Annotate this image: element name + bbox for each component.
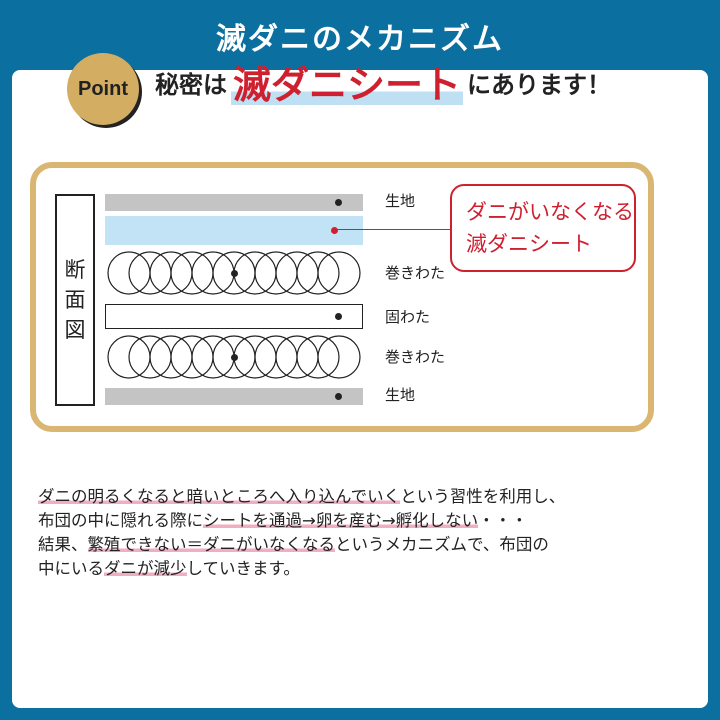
point-headline: 秘密は 滅ダニシート にあります！ bbox=[155, 61, 611, 109]
layer-hard-cotton bbox=[105, 304, 363, 329]
layer-label-fabric-top: 生地 bbox=[385, 192, 416, 210]
layer-marker-dot bbox=[335, 393, 342, 400]
anti-mite-sheet-callout: ダニがいなくなる 滅ダニシート bbox=[450, 184, 636, 272]
layer-anti-mite-sheet bbox=[105, 216, 363, 245]
description-line: 中にいるダニが減少していきます。 bbox=[38, 557, 678, 581]
cross-section-char: 面 bbox=[64, 288, 86, 312]
plain-text: ・・・ bbox=[478, 511, 528, 530]
description-line: 布団の中に隠れる際にシートを通過→卵を産む→孵化しない・・・ bbox=[38, 509, 678, 533]
plain-text: していきます。 bbox=[186, 559, 300, 578]
highlighted-text: 繁殖できない＝ダニがいなくなる bbox=[87, 535, 335, 554]
layer-marker-dot bbox=[335, 313, 342, 320]
description-line: ダニの明るくなると暗いところへ入り込んでいくという習性を利用し、 bbox=[38, 485, 678, 509]
cross-section-char: 図 bbox=[64, 318, 86, 342]
point-row: Point 秘密は 滅ダニシート にあります！ bbox=[55, 45, 655, 125]
layer-label-hard-cotton: 固わた bbox=[385, 308, 431, 326]
point-badge: Point bbox=[67, 53, 139, 125]
highlighted-text: シートを通過→卵を産む→孵化しない bbox=[203, 511, 479, 530]
layer-marker-dot bbox=[231, 354, 238, 361]
callout-connector bbox=[335, 229, 452, 230]
mechanism-description: ダニの明るくなると暗いところへ入り込んでいくという習性を利用し、 布団の中に隠れ… bbox=[38, 485, 678, 581]
layer-fabric-bottom bbox=[105, 388, 363, 405]
plain-text: 中にいる bbox=[38, 559, 104, 578]
layer-marker-dot bbox=[231, 270, 238, 277]
headline-prefix: 秘密は bbox=[155, 71, 227, 99]
page-title: 滅ダニのメカニズム bbox=[216, 22, 504, 57]
sheet-marker-dot bbox=[331, 227, 338, 234]
layer-fabric-top bbox=[105, 194, 363, 211]
callout-line-1: ダニがいなくなる bbox=[466, 200, 634, 224]
cross-section-label: 断 面 図 bbox=[55, 194, 95, 406]
plain-text: というメカニズムで、布団の bbox=[335, 535, 549, 554]
layer-marker-dot bbox=[335, 199, 342, 206]
headline-highlight: 滅ダニシート bbox=[231, 61, 464, 109]
plain-text: という習性を利用し、 bbox=[400, 487, 566, 506]
layer-label-wadding-top: 巻きわた bbox=[385, 264, 446, 282]
highlighted-text: ダニが減少 bbox=[104, 559, 187, 578]
description-line: 結果、繁殖できない＝ダニがいなくなるというメカニズムで、布団の bbox=[38, 533, 678, 557]
headline-suffix: にあります！ bbox=[467, 71, 612, 99]
layer-label-fabric-bottom: 生地 bbox=[385, 386, 416, 404]
layer-label-wadding-bottom: 巻きわた bbox=[385, 348, 446, 366]
highlighted-text: ダニの明るくなると暗いところへ入り込んでいく bbox=[38, 487, 401, 506]
cross-section-char: 断 bbox=[64, 258, 86, 282]
plain-text: 布団の中に隠れる際に bbox=[38, 511, 203, 530]
callout-line-2: 滅ダニシート bbox=[466, 232, 592, 256]
plain-text: 結果、 bbox=[38, 535, 88, 554]
diagram-frame bbox=[30, 162, 654, 432]
